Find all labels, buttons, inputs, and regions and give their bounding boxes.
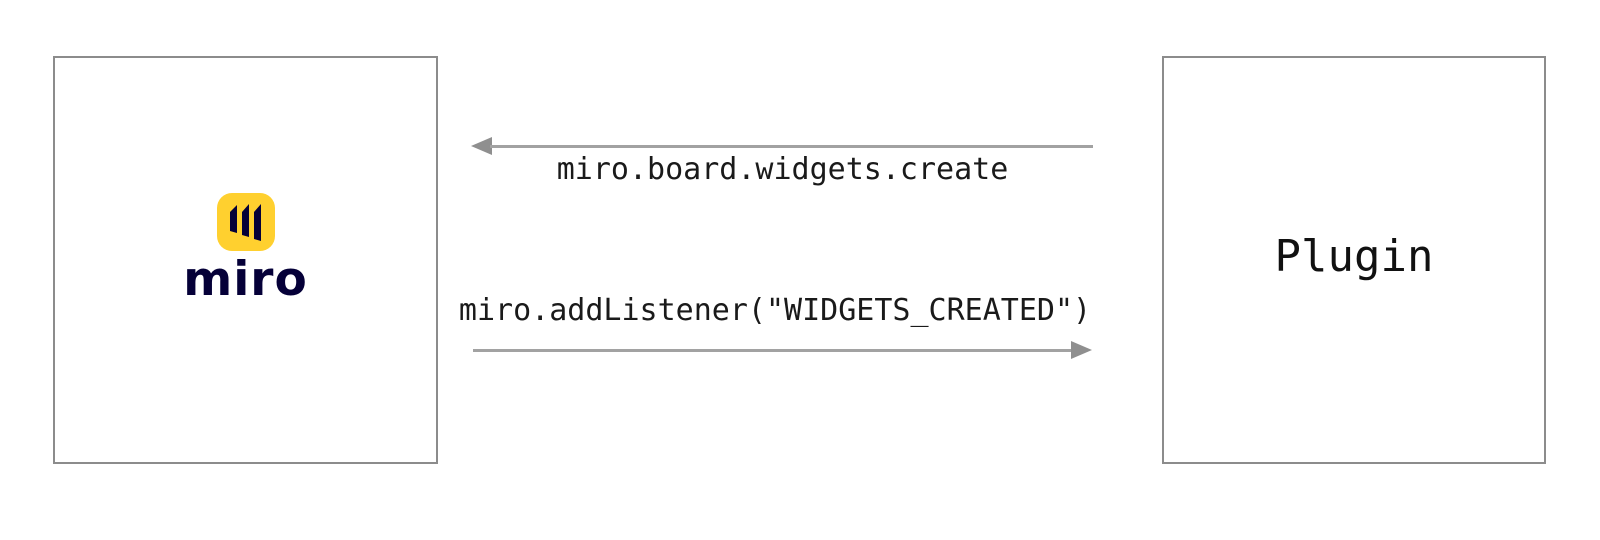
- miro-node: miro: [53, 56, 438, 464]
- message-label-addlistener: miro.addListener("WIDGETS_CREATED"): [458, 293, 1092, 328]
- plugin-node-label: Plugin: [1274, 231, 1434, 282]
- arrowhead-left-icon: [471, 137, 492, 155]
- plugin-node: Plugin: [1162, 56, 1546, 464]
- message-label-create: miro.board.widgets.create: [556, 152, 1009, 187]
- miro-logo-icon: [216, 193, 275, 251]
- miro-brand: miro: [183, 193, 308, 303]
- arrowhead-right-icon: [1071, 341, 1092, 359]
- miro-wordmark: miro: [183, 252, 308, 307]
- message-line-to-miro: [490, 145, 1093, 148]
- message-line-to-plugin: [473, 349, 1073, 352]
